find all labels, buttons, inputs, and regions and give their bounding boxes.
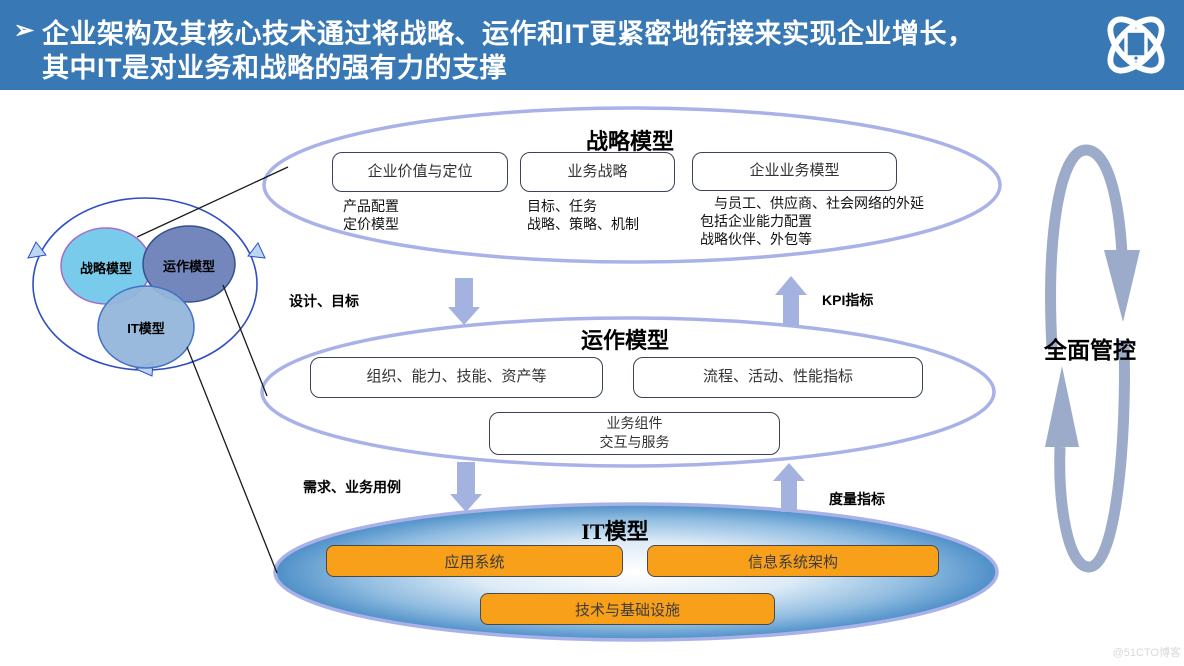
it-box-information-architecture: 信息系统架构 xyxy=(647,545,939,577)
strategy-ellipse xyxy=(262,106,1002,264)
strategy-note-enterprise-business-model: 与员工、供应商、社会网络的外延 包括企业能力配置 战略伙伴、外包等 xyxy=(700,195,924,247)
venn-label-it: IT模型 xyxy=(127,321,165,336)
control-loop-top-arc xyxy=(1045,144,1128,349)
atom-device-logo-icon xyxy=(1107,16,1165,74)
strategy-model-title: 战略模型 xyxy=(585,129,674,154)
down-arrow-strategy-to-operation-icon xyxy=(448,278,480,325)
arrow-bullet-icon: ➢ xyxy=(14,17,35,44)
watermark: @51CTO博客 xyxy=(1112,647,1181,659)
it-ellipse xyxy=(273,502,999,642)
up-arrow-it-to-operation-icon xyxy=(773,463,805,512)
operation-ellipse xyxy=(260,316,996,468)
strategy-note-business-strategy: 目标、任务 战略、策略、机制 xyxy=(527,198,639,232)
venn-circle-it xyxy=(97,285,195,369)
strategy-box-enterprise-business-model: 企业业务模型 xyxy=(692,152,897,191)
operation-box-process: 流程、活动、性能指标 xyxy=(633,357,923,398)
down-arrow-operation-to-it-icon xyxy=(450,462,482,512)
venn-label-operation: 运作模型 xyxy=(162,259,215,274)
operation-model-title: 运作模型 xyxy=(580,328,669,353)
measure-label: 度量指标 xyxy=(829,491,885,507)
overall-control-label: 全面管控 xyxy=(1044,337,1136,363)
it-box-application-systems: 应用系统 xyxy=(326,545,623,577)
strategy-box-value-positioning: 企业价值与定位 xyxy=(332,152,508,192)
venn-circle-operation xyxy=(142,225,236,303)
up-arrow-operation-to-strategy-icon xyxy=(775,276,807,325)
control-loop-up-arrowhead-icon xyxy=(1045,366,1079,447)
header-title-line1: 企业架构及其核心技术通过将战略、运作和IT更紧密地衔接来实现企业增长， xyxy=(42,19,975,49)
strategy-note-value-positioning: 产品配置 定价模型 xyxy=(343,198,399,232)
strategy-box-business-strategy: 业务战略 xyxy=(520,152,675,192)
operation-box-business-components: 业务组件 交互与服务 xyxy=(489,412,780,455)
design-goal-label: 设计、目标 xyxy=(289,293,359,309)
kpi-label: KPI指标 xyxy=(822,292,874,308)
control-loop-bottom-arc xyxy=(1054,339,1130,573)
connector-line-operation xyxy=(222,284,268,397)
it-box-technology-infrastructure: 技术与基础设施 xyxy=(480,593,775,625)
operation-box-organization: 组织、能力、技能、资产等 xyxy=(310,357,603,398)
connector-line-it xyxy=(186,346,278,574)
venn-ring-arrowhead-left-icon xyxy=(27,241,47,259)
control-loop-down-arrowhead-icon xyxy=(1104,250,1140,322)
venn-ring-arrowhead-right-icon xyxy=(247,242,266,259)
connector-line-strategy xyxy=(136,166,289,238)
venn-label-strategy: 战略模型 xyxy=(79,261,132,276)
header-title-line2: 其中IT是对业务和战略的强有力的支撑 xyxy=(42,53,507,83)
it-model-title: IT模型 xyxy=(581,519,649,544)
header-bar: ➢ 企业架构及其核心技术通过将战略、运作和IT更紧密地衔接来实现企业增长， 其中… xyxy=(0,0,1184,90)
requirement-usecase-label: 需求、业务用例 xyxy=(303,479,401,495)
